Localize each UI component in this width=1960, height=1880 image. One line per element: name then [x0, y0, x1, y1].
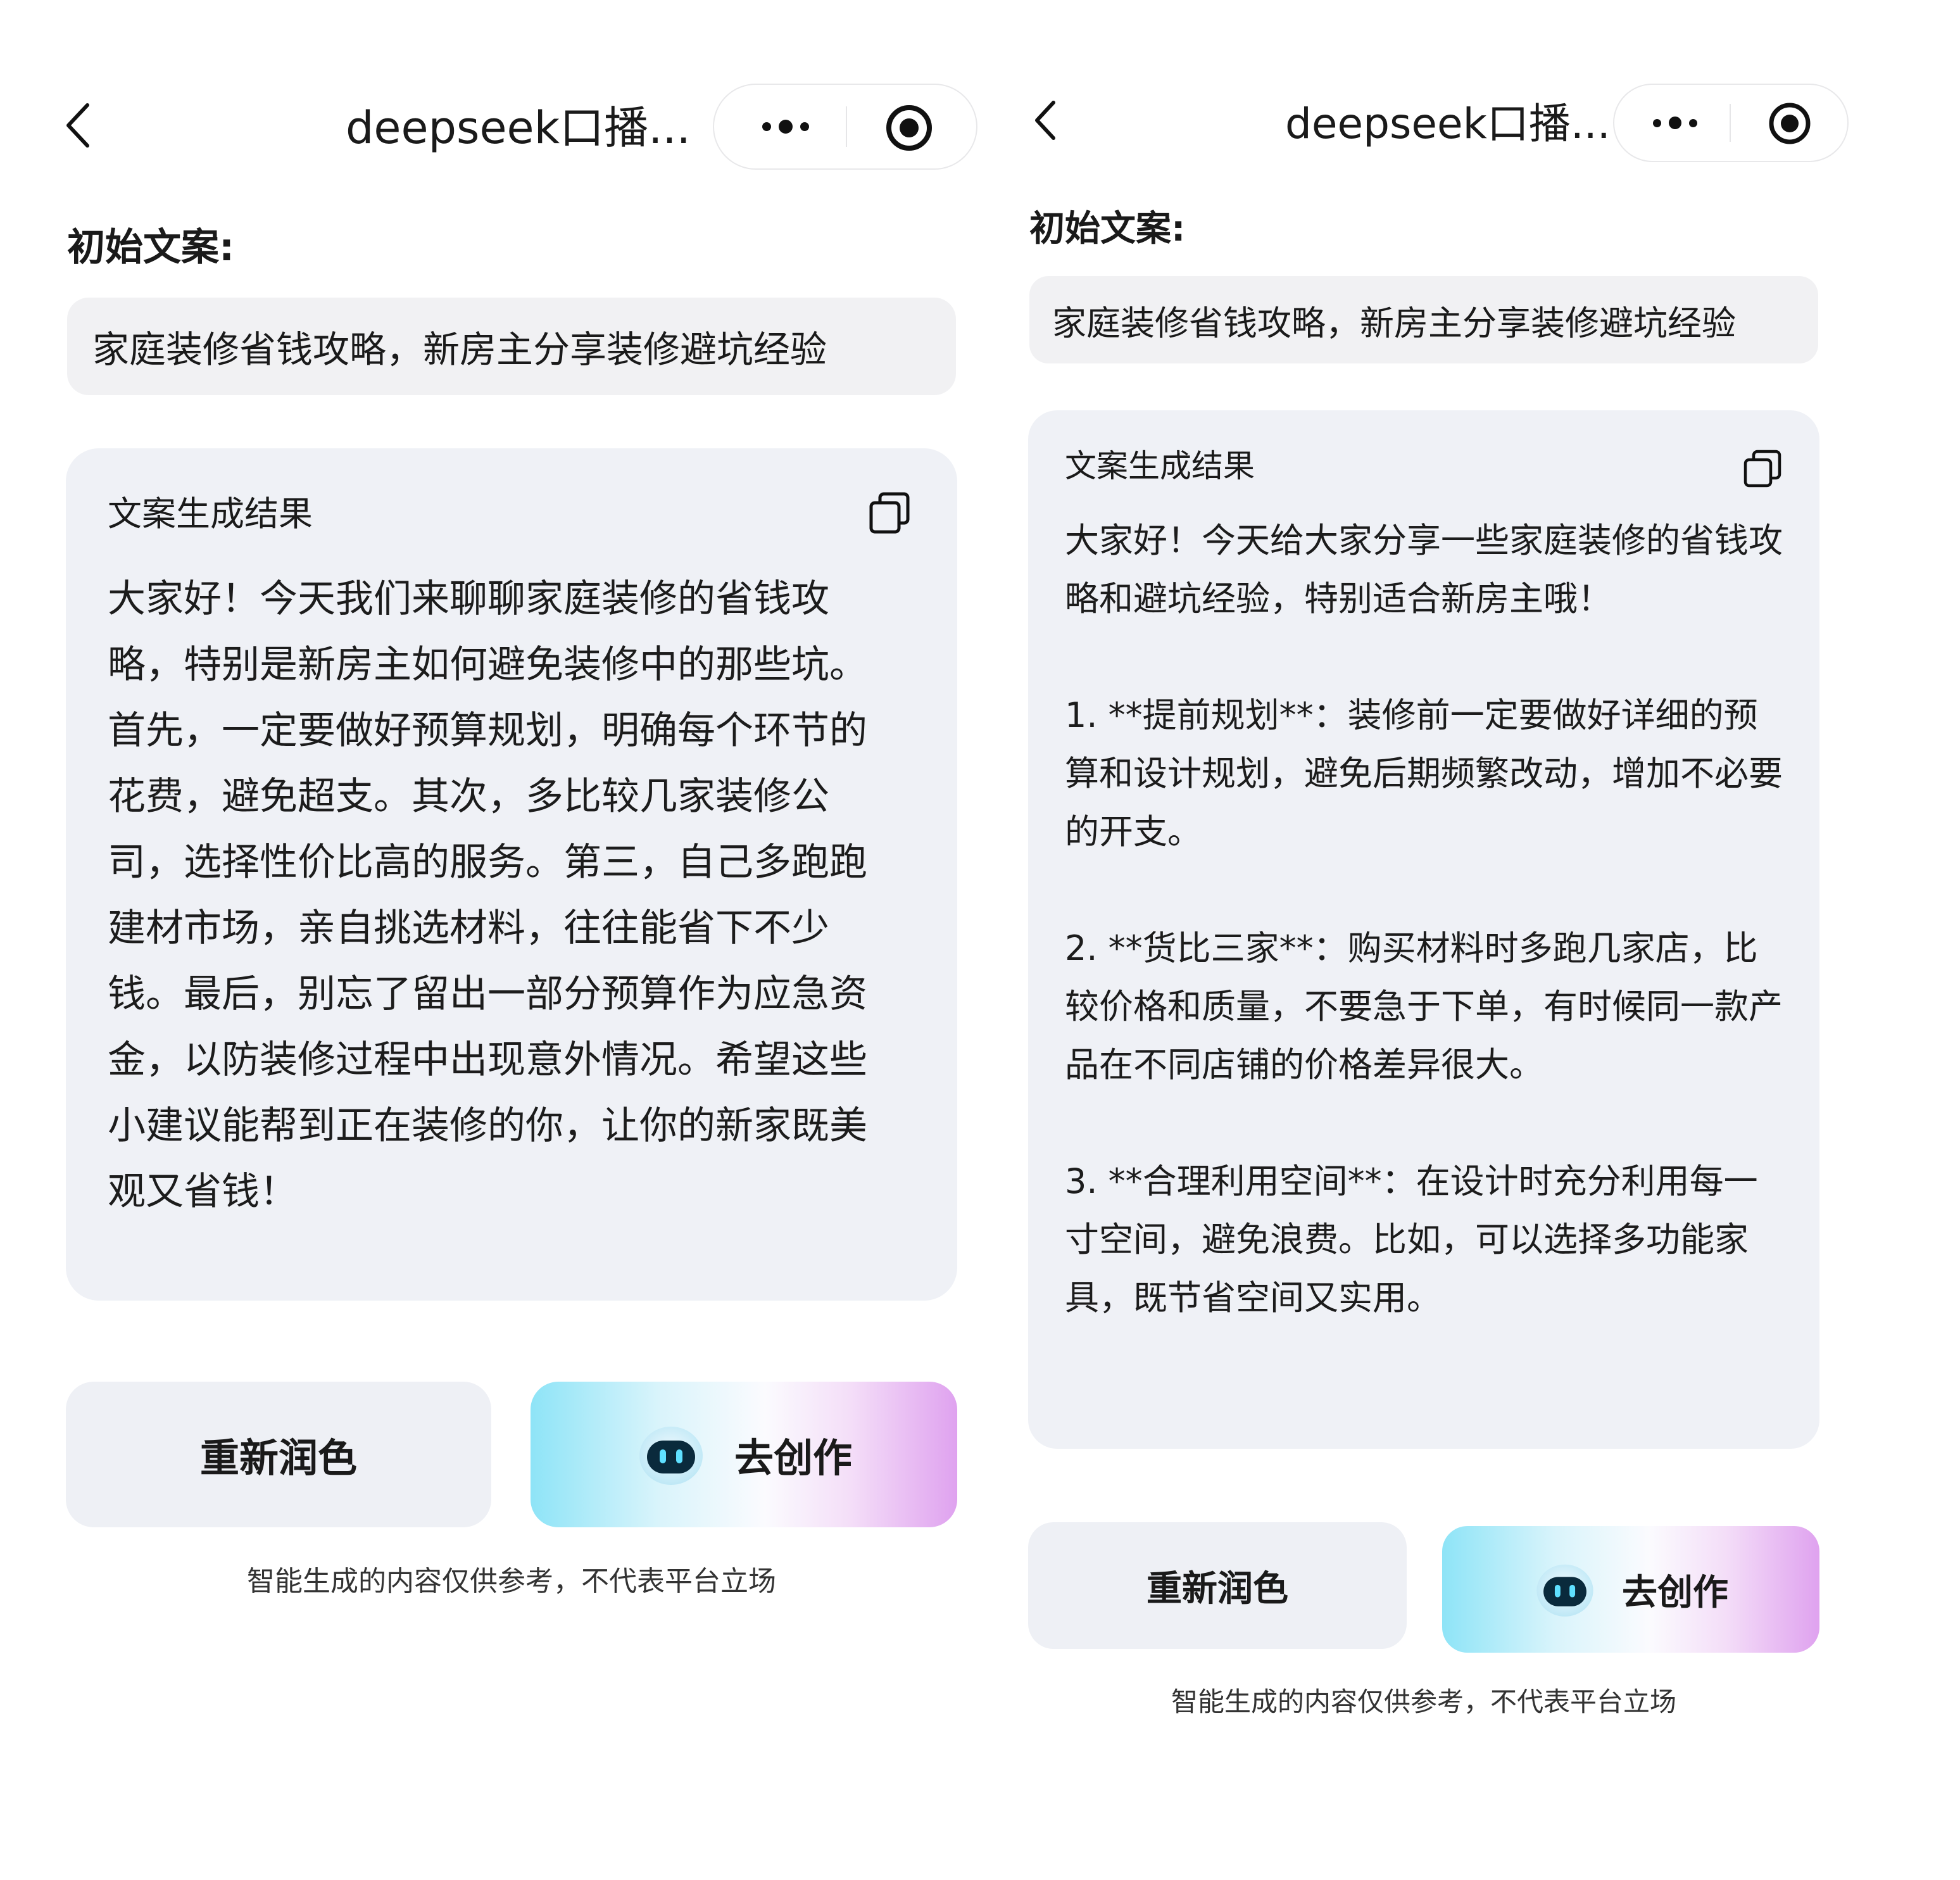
more-dots-icon[interactable] — [733, 85, 838, 168]
back-chevron-icon[interactable] — [63, 101, 95, 149]
repolish-button[interactable]: 重新润色 — [66, 1382, 491, 1527]
result-body: 大家好！今天给大家分享一些家庭装修的省钱攻略和避坑经验，特别适合新房主哦！ 1.… — [1065, 520, 1783, 1318]
nav-title: deepseek口播... — [1285, 99, 1611, 148]
disclaimer-text: 智能生成的内容仅供参考，不代表平台立场 — [247, 1565, 776, 1598]
initial-copy-box[interactable]: 家庭装修省钱攻略，新房主分享装修避坑经验 — [67, 298, 956, 395]
robot-avatar-icon — [636, 1419, 707, 1490]
nav-title: deepseek口播... — [346, 102, 691, 154]
capsule-divider — [1730, 104, 1731, 142]
more-dots-icon[interactable] — [1630, 85, 1721, 161]
target-circle-icon[interactable] — [885, 104, 933, 152]
copy-icon[interactable] — [1742, 448, 1783, 489]
create-button[interactable]: 去创作 — [531, 1382, 957, 1527]
result-card: 文案生成结果 大家好！今天我们来聊聊家庭装修的省钱攻略，特别是新房主如何避免装修… — [66, 448, 957, 1301]
create-button-label: 去创作 — [734, 1435, 852, 1481]
repolish-button-label: 重新润色 — [199, 1435, 357, 1481]
screen-left: deepseek口播... 初始文案: 家庭装修省钱攻略，新房主分享装修避坑经验… — [63, 84, 977, 1598]
create-button[interactable]: 去创作 — [1442, 1526, 1819, 1653]
result-body: 大家好！今天我们来聊聊家庭装修的省钱攻略，特别是新房主如何避免装修中的那些坑。首… — [108, 577, 867, 1214]
initial-copy-text: 家庭装修省钱攻略，新房主分享装修避坑经验 — [1052, 303, 1736, 343]
result-title: 文案生成结果 — [1065, 448, 1255, 484]
disclaimer-text: 智能生成的内容仅供参考，不代表平台立场 — [1171, 1686, 1676, 1717]
capsule-menu — [1613, 84, 1849, 162]
target-circle-icon[interactable] — [1768, 101, 1812, 146]
copy-icon[interactable] — [867, 490, 913, 536]
create-button-label: 去创作 — [1622, 1572, 1728, 1613]
back-chevron-icon[interactable] — [1032, 99, 1060, 142]
capsule-divider — [846, 106, 847, 147]
robot-avatar-icon — [1533, 1558, 1597, 1621]
result-card: 文案生成结果 大家好！今天给大家分享一些家庭装修的省钱攻略和避坑经验，特别适合新… — [1028, 410, 1819, 1449]
initial-copy-label: 初始文案: — [1029, 208, 1186, 249]
initial-copy-text: 家庭装修省钱攻略，新房主分享装修避坑经验 — [92, 328, 827, 371]
repolish-button[interactable]: 重新润色 — [1028, 1522, 1407, 1649]
repolish-button-label: 重新润色 — [1146, 1568, 1288, 1610]
initial-copy-box[interactable]: 家庭装修省钱攻略，新房主分享装修避坑经验 — [1029, 276, 1818, 363]
screen-right: deepseek口播... 初始文案: 家庭装修省钱攻略，新房主分享装修避坑经验… — [988, 0, 1960, 1880]
capsule-menu — [713, 84, 977, 170]
initial-copy-label: 初始文案: — [67, 225, 234, 270]
result-title: 文案生成结果 — [108, 494, 313, 534]
